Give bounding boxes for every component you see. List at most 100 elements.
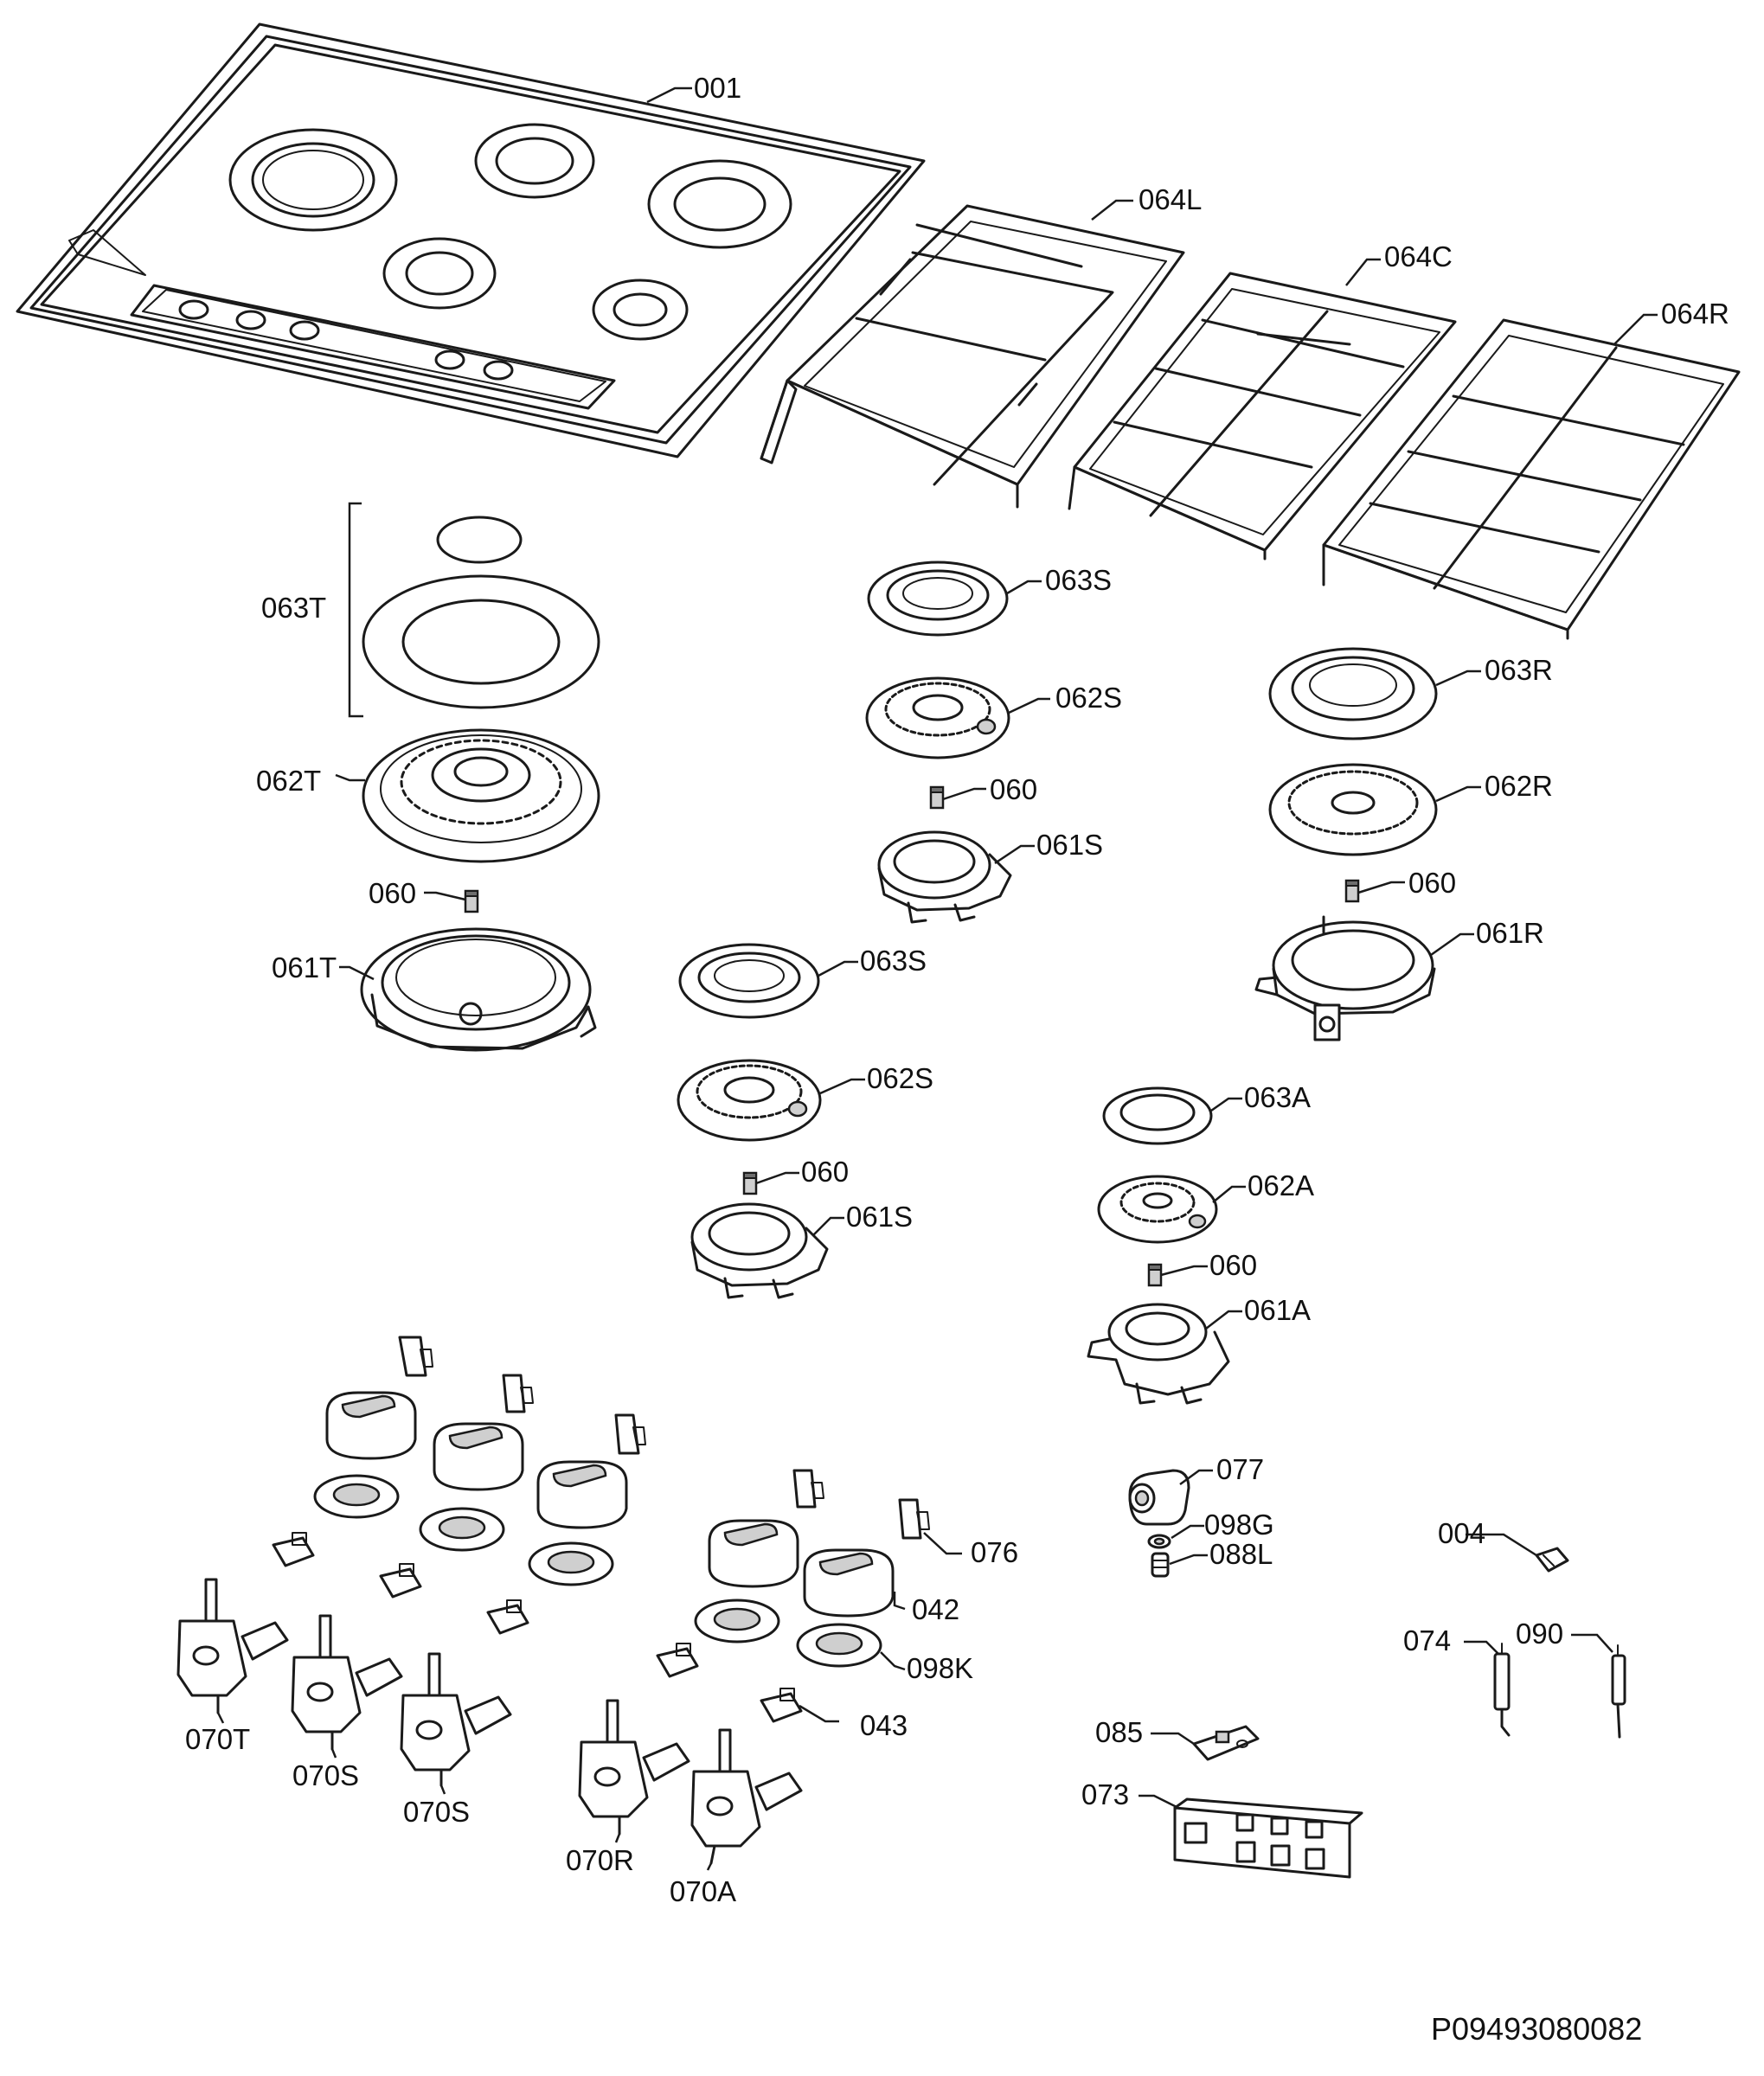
part-knob-4[interactable]	[708, 1519, 799, 1588]
part-064C-pan-support-center[interactable]	[1068, 272, 1457, 561]
label-text-060e: 060	[1209, 1249, 1257, 1281]
part-070T-valve[interactable]	[176, 1578, 289, 1714]
label-text-001: 001	[694, 72, 741, 104]
part-063T-cap-set[interactable]	[362, 516, 600, 709]
part-070A-valve[interactable]	[690, 1728, 803, 1865]
part-001-hob-top[interactable]	[16, 22, 926, 458]
part-060-injector-d[interactable]	[742, 1171, 758, 1195]
label-text-073: 073	[1081, 1778, 1129, 1810]
part-073-ignition-module[interactable]	[1173, 1797, 1363, 1879]
label-060c: 060	[1357, 867, 1456, 899]
part-064L-pan-support-left[interactable]	[760, 204, 1185, 509]
label-074: 074	[1403, 1624, 1499, 1656]
part-clip-b[interactable]	[502, 1374, 534, 1413]
label-text-070R: 070R	[566, 1844, 634, 1876]
label-text-070Sa: 070S	[292, 1759, 359, 1791]
label-text-061T: 061T	[272, 952, 337, 984]
label-text-063A: 063A	[1244, 1081, 1311, 1113]
label-text-064C: 064C	[1384, 240, 1453, 272]
label-064C: 064C	[1345, 240, 1453, 286]
part-bezel-3[interactable]	[528, 1541, 614, 1586]
part-062R-burner-crown[interactable]	[1268, 763, 1438, 856]
part-063S-cap-a[interactable]	[867, 561, 1009, 637]
label-085: 085	[1095, 1716, 1195, 1748]
part-043-microswitch[interactable]	[760, 1688, 803, 1723]
part-004-clip[interactable]	[1535, 1547, 1569, 1573]
part-085-connector[interactable]	[1192, 1725, 1260, 1761]
label-text-060d: 060	[801, 1156, 849, 1188]
part-microswitch-2[interactable]	[379, 1563, 422, 1599]
part-bezel-1[interactable]	[313, 1474, 400, 1519]
label-text-060c: 060	[1408, 867, 1456, 899]
label-text-098G: 098G	[1204, 1509, 1274, 1541]
label-063Sb: 063S	[818, 945, 927, 977]
part-060-injector-e[interactable]	[1147, 1263, 1163, 1287]
label-042: 042	[893, 1592, 959, 1625]
label-064R: 064R	[1613, 298, 1729, 345]
part-062T-burner-crown[interactable]	[362, 728, 600, 863]
part-070R-valve[interactable]	[578, 1699, 690, 1836]
part-microswitch-4[interactable]	[656, 1643, 699, 1678]
label-070Sb: 070S	[403, 1784, 470, 1828]
label-text-076: 076	[971, 1536, 1018, 1568]
label-text-070Sb: 070S	[403, 1796, 470, 1828]
label-070R: 070R	[566, 1833, 634, 1876]
part-063A-cap[interactable]	[1102, 1086, 1213, 1145]
part-microswitch-3[interactable]	[486, 1599, 529, 1635]
label-062T: 062T	[256, 765, 365, 797]
part-bezel-4[interactable]	[694, 1599, 780, 1644]
label-text-061Sb: 061S	[846, 1201, 913, 1233]
part-060-injector-b[interactable]	[929, 785, 945, 810]
part-064R-pan-support-right[interactable]	[1322, 318, 1741, 640]
label-text-088L: 088L	[1209, 1538, 1273, 1570]
part-062S-burner-crown-b[interactable]	[677, 1059, 822, 1142]
label-text-085: 085	[1095, 1716, 1143, 1748]
label-text-098K: 098K	[907, 1652, 973, 1684]
label-063T: 063T	[261, 502, 363, 718]
part-060-injector-a[interactable]	[464, 889, 479, 913]
label-061Sb: 061S	[812, 1201, 913, 1236]
part-077-elbow[interactable]	[1128, 1469, 1190, 1526]
label-text-064R: 064R	[1661, 298, 1729, 330]
part-knob-2[interactable]	[433, 1422, 524, 1491]
label-070T: 070T	[185, 1712, 250, 1755]
part-070S-valve-a[interactable]	[291, 1614, 403, 1751]
part-098G-gasket[interactable]	[1147, 1534, 1171, 1549]
part-062A-burner-crown[interactable]	[1097, 1175, 1218, 1244]
label-090: 090	[1516, 1618, 1613, 1653]
part-bezel-2[interactable]	[419, 1507, 505, 1552]
label-text-043: 043	[860, 1709, 908, 1741]
part-microswitch-1[interactable]	[272, 1532, 315, 1567]
part-061A-burner-body[interactable]	[1087, 1303, 1230, 1405]
part-061S-burner-body-a[interactable]	[877, 830, 1012, 924]
part-070S-valve-b[interactable]	[400, 1652, 512, 1787]
part-clip-a[interactable]	[398, 1336, 433, 1377]
part-042-knob[interactable]	[803, 1548, 895, 1618]
part-060-injector-c[interactable]	[1344, 879, 1360, 903]
label-076: 076	[923, 1532, 1018, 1568]
label-063A: 063A	[1210, 1081, 1311, 1113]
label-077: 077	[1179, 1453, 1264, 1486]
part-knob-3[interactable]	[536, 1460, 628, 1529]
part-061S-burner-body-b[interactable]	[690, 1202, 829, 1299]
part-090-thermocouple[interactable]	[1611, 1644, 1626, 1739]
part-062S-burner-crown-a[interactable]	[865, 676, 1010, 759]
label-060e: 060	[1160, 1249, 1257, 1281]
part-clip-d[interactable]	[792, 1469, 824, 1509]
part-061T-burner-body[interactable]	[360, 927, 597, 1052]
label-060a: 060	[369, 877, 466, 909]
part-088L-fitting[interactable]	[1151, 1552, 1170, 1578]
part-clip-c[interactable]	[614, 1413, 646, 1455]
part-063R-cap[interactable]	[1268, 647, 1438, 740]
part-knob-1[interactable]	[325, 1391, 417, 1460]
document-id: P09493080082	[1431, 2011, 1642, 2047]
part-061R-burner-body[interactable]	[1254, 915, 1436, 1041]
part-098K-bezel[interactable]	[796, 1623, 882, 1668]
part-063S-cap-b[interactable]	[678, 943, 820, 1019]
label-text-090: 090	[1516, 1618, 1563, 1650]
label-text-063T: 063T	[261, 592, 326, 624]
label-060b: 060	[942, 773, 1037, 805]
part-074-spark-electrode[interactable]	[1493, 1643, 1511, 1737]
part-076-clip[interactable]	[898, 1498, 930, 1540]
